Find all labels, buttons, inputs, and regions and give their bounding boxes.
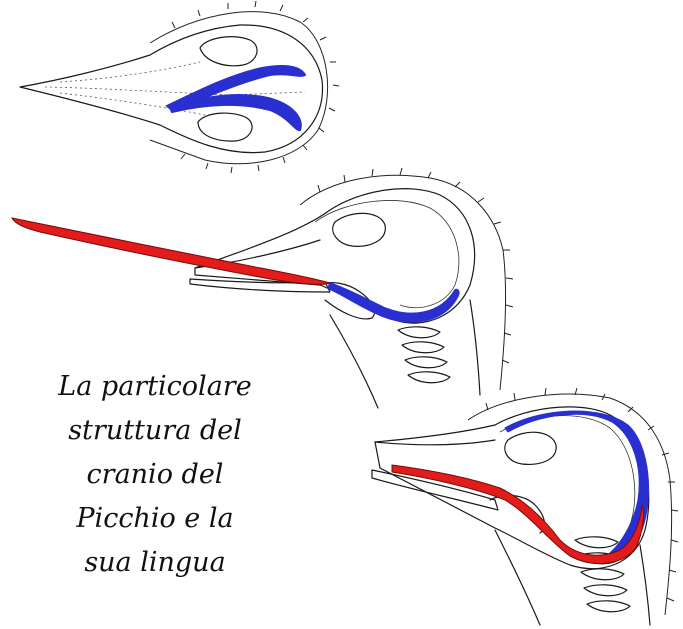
skull-top-beak-midline: [45, 87, 305, 95]
caption-line: struttura del: [20, 409, 290, 453]
skull-top-feather-ticks: [172, 1, 339, 173]
skull-top-right-orbit: [198, 113, 252, 141]
caption-line: Picchio e la: [20, 497, 290, 541]
skull-side-retracted: [372, 388, 678, 625]
skull-top-view: [20, 1, 339, 173]
caption-line: cranio del: [20, 453, 290, 497]
side-extended-neck-front: [330, 315, 378, 408]
side-extended-vertebrae: [398, 327, 450, 383]
side-retracted-neck-back: [640, 545, 650, 625]
side-extended-skull-outline: [195, 189, 475, 323]
side-extended-neck-back: [470, 300, 480, 395]
caption: La particolare struttura del cranio del …: [20, 365, 290, 585]
side-retracted-hyoid: [505, 411, 649, 560]
side-retracted-skull-outline: [375, 407, 649, 569]
skull-top-left-orbit: [200, 37, 257, 66]
side-retracted-neck-front: [495, 530, 540, 625]
side-extended-hyoid: [328, 283, 459, 322]
side-extended-feather-ticks: [318, 168, 513, 363]
caption-line: La particolare: [20, 365, 290, 409]
side-retracted-orbit: [505, 432, 556, 464]
caption-line: sua lingua: [20, 541, 290, 585]
side-retracted-tongue: [392, 465, 644, 564]
skull-top-outline: [20, 25, 322, 153]
side-extended-orbit: [333, 213, 386, 246]
